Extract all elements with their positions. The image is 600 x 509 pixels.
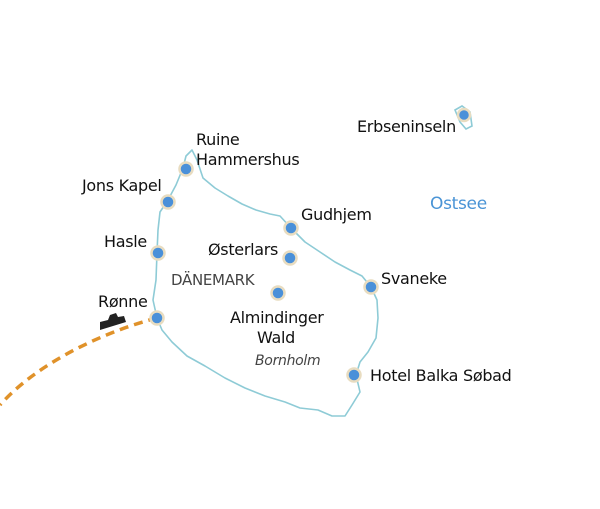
label-country: DÄNEMARK	[171, 271, 255, 289]
ferry-icon	[100, 313, 126, 330]
label-bornholm: Bornholm	[255, 353, 321, 369]
location-dot-icon-osterlars[interactable]	[282, 250, 298, 266]
location-dot-icon-jons-kapel[interactable]	[160, 194, 176, 210]
location-dot-icon-almindinger[interactable]	[270, 285, 286, 301]
label-sea: Ostsee	[430, 194, 487, 214]
label-jons-kapel: Jons Kapel	[82, 176, 162, 195]
location-dot-icon-hotel[interactable]	[346, 367, 362, 383]
label-erbseninseln: Erbseninseln	[357, 117, 456, 136]
label-svaneke: Svaneke	[381, 269, 447, 288]
label-hammershus: Hammershus	[196, 150, 300, 169]
location-dot-icon-erbseninseln[interactable]	[456, 107, 472, 123]
location-dot-icon-hasle[interactable]	[150, 245, 166, 261]
erbseninseln-coastline	[453, 105, 473, 130]
label-ronne: Rønne	[98, 292, 148, 311]
label-osterlars: Østerlars	[208, 240, 279, 259]
label-hasle: Hasle	[104, 232, 147, 251]
label-gudhjem: Gudhjem	[301, 205, 372, 224]
location-dot-icon-ronne[interactable]	[149, 310, 165, 326]
label-ruine: Ruine	[196, 130, 240, 149]
ferry-route	[0, 316, 158, 407]
label-almindinger: Almindinger	[230, 308, 324, 327]
location-dot-icon-gudhjem[interactable]	[283, 220, 299, 236]
label-wald: Wald	[257, 328, 296, 347]
label-hotel: Hotel Balka Søbad	[370, 366, 512, 385]
location-dot-icon-hammershus[interactable]	[178, 161, 194, 177]
location-dot-icon-svaneke[interactable]	[363, 279, 379, 295]
